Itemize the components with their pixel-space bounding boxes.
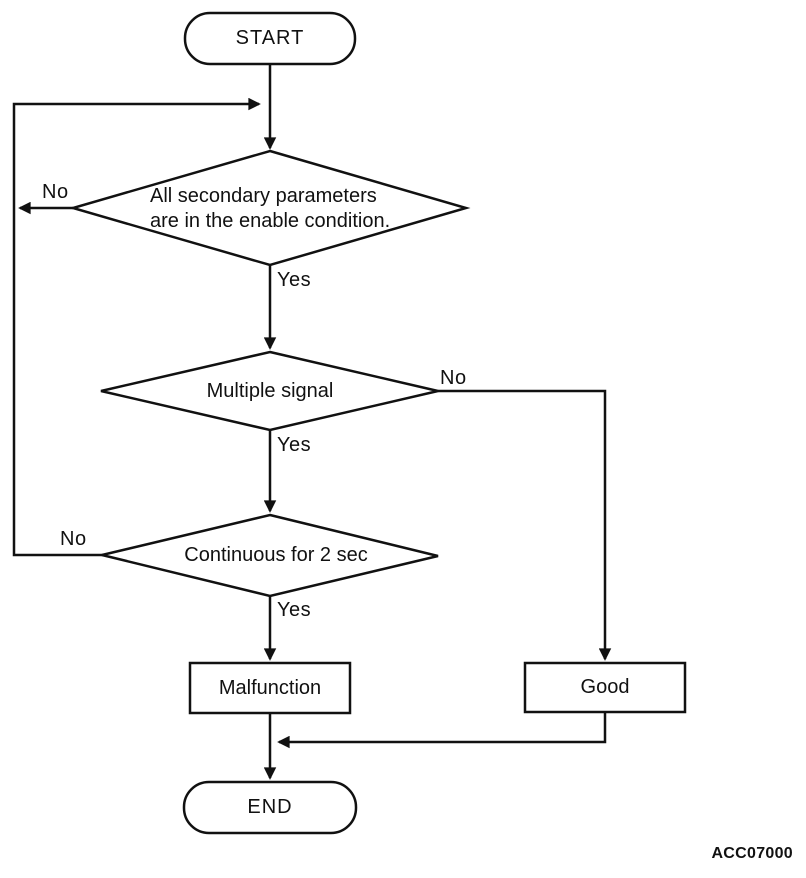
- edge-good-to-join: [277, 712, 607, 749]
- decision-enable-shape: [68, 149, 471, 267]
- end-terminator-shape: [182, 780, 358, 835]
- edge-signal-no-to-good: [438, 389, 612, 661]
- malfunction-process-shape: [188, 661, 352, 715]
- enable-yes-label: Yes: [277, 269, 312, 291]
- enable-no-label: No: [42, 181, 69, 203]
- decision-signal-shape: [100, 350, 439, 432]
- good-label: Good: [580, 676, 630, 698]
- signal-no-label: No: [440, 367, 467, 389]
- decision-enable-label-line1: All secondary parameters: [150, 185, 377, 207]
- duration-yes-label: Yes: [277, 599, 312, 621]
- decision-duration-shape: [101, 513, 439, 598]
- start-label: START: [235, 27, 305, 49]
- signal-yes-label: Yes: [277, 434, 312, 456]
- malfunction-label: Malfunction: [218, 676, 322, 699]
- decision-enable-label: All secondary parameters are in the enab…: [150, 184, 390, 234]
- decision-duration-label: Continuous for 2 sec: [184, 544, 368, 566]
- good-process-shape: [523, 661, 687, 714]
- figure-code: ACC07000: [711, 845, 793, 862]
- duration-no-label: No: [60, 528, 87, 550]
- decision-signal-label: Multiple signal: [206, 380, 334, 402]
- decision-enable-label-line2: are in the enable condition.: [150, 210, 391, 232]
- edge-duration-no-feedback-loop: [12, 97, 261, 557]
- end-label: END: [247, 796, 293, 818]
- start-terminator-shape: [183, 11, 357, 66]
